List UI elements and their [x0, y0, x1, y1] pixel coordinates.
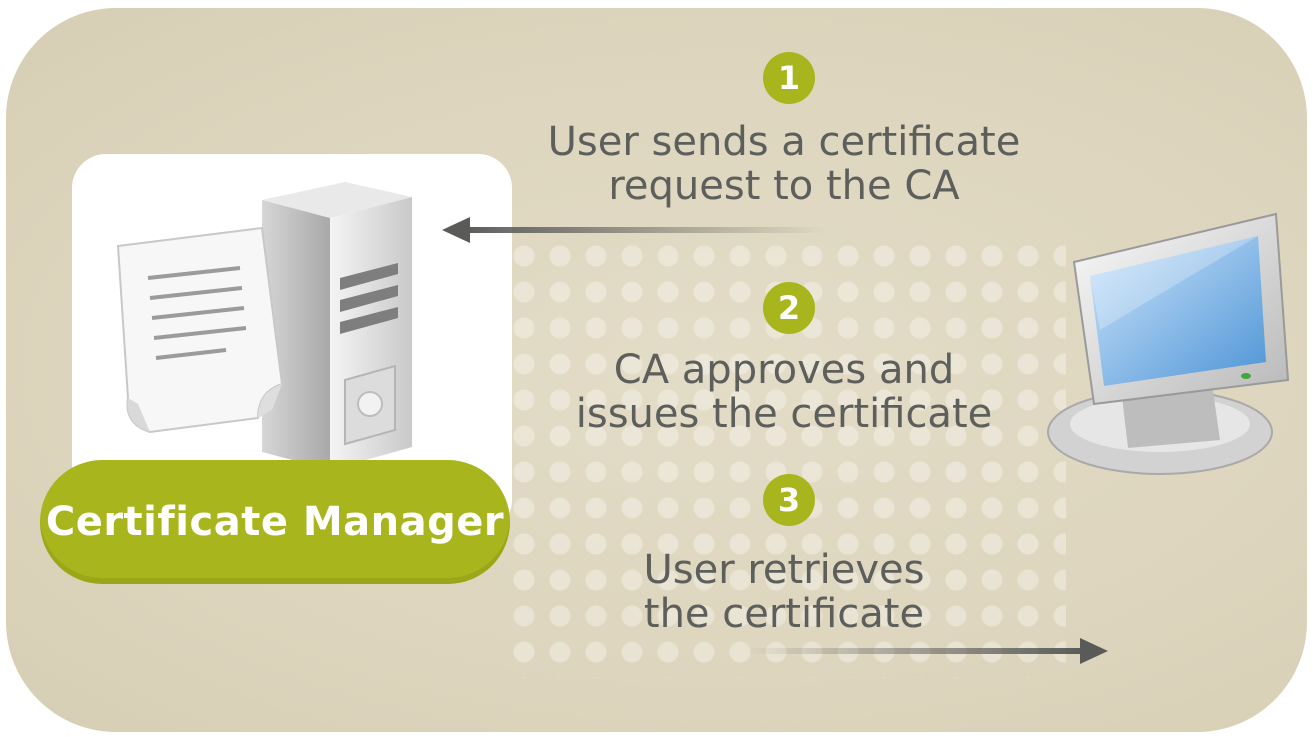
step-2-text: CA approves and issues the certificate — [575, 347, 993, 437]
step-3-text: User retrieves the certificate — [643, 547, 925, 637]
request-arrow — [442, 217, 828, 243]
retrieve-arrow — [745, 638, 1108, 664]
server-icon — [262, 182, 412, 470]
monitor-icon — [1047, 212, 1290, 475]
document-icon — [116, 226, 284, 434]
step-2-badge: 2 — [763, 282, 815, 334]
certificate-manager-label: Certificate Manager — [40, 460, 510, 584]
step-3-badge: 3 — [763, 474, 815, 526]
step-1-text: User sends a certificate request to the … — [547, 119, 1021, 209]
step-1-badge: 1 — [763, 52, 815, 104]
